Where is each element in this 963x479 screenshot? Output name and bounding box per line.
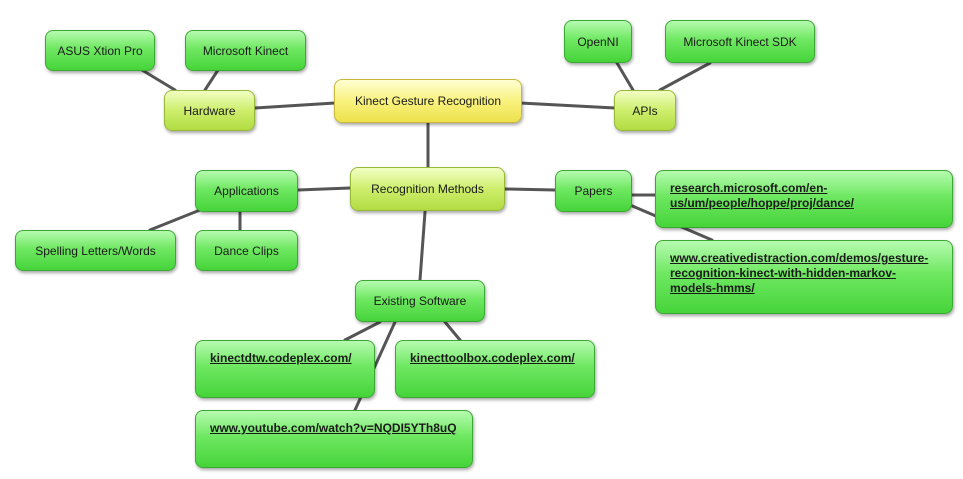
existing-software-node[interactable]: Existing Software (355, 280, 485, 322)
software-link-youtube[interactable]: www.youtube.com/watch?v=NQDI5YTh8uQ (195, 410, 473, 468)
microsoft-kinect-node[interactable]: Microsoft Kinect (185, 30, 306, 71)
central-node[interactable]: Kinect Gesture Recognition (334, 79, 522, 123)
software-link-kinectdtw-text[interactable]: kinectdtw.codeplex.com/ (210, 351, 352, 365)
paper-link-research-text[interactable]: research.microsoft.com/en-us/um/people/h… (670, 181, 855, 210)
asus-xtion-node[interactable]: ASUS Xtion Pro (45, 30, 155, 71)
dance-clips-node[interactable]: Dance Clips (195, 230, 298, 271)
applications-node[interactable]: Applications (195, 170, 298, 212)
software-link-kinectdtw[interactable]: kinectdtw.codeplex.com/ (195, 340, 375, 398)
software-link-youtube-text[interactable]: www.youtube.com/watch?v=NQDI5YTh8uQ (210, 421, 457, 435)
connector-recognition-papers (503, 187, 557, 192)
connector-software-link2 (443, 320, 462, 342)
connector-recognition-applications (296, 186, 352, 192)
paper-link-creativedistraction[interactable]: www.creativedistraction.com/demos/gestur… (655, 240, 953, 314)
kinect-sdk-node[interactable]: Microsoft Kinect SDK (665, 20, 815, 63)
software-link-kinecttoolbox-text[interactable]: kinecttoolbox.codeplex.com/ (410, 351, 575, 365)
software-link-kinecttoolbox[interactable]: kinecttoolbox.codeplex.com/ (395, 340, 595, 398)
connector-hardware-asus (140, 68, 177, 92)
connector-apis-openni (615, 61, 635, 92)
connector-central-hardware (253, 101, 337, 110)
connector-applications-spelling (148, 208, 202, 232)
connector-recognition-software (418, 210, 427, 282)
connector-software-link1 (343, 320, 382, 342)
connector-central-apis (518, 101, 617, 110)
papers-node[interactable]: Papers (555, 170, 632, 212)
hardware-node[interactable]: Hardware (164, 90, 255, 131)
spelling-node[interactable]: Spelling Letters/Words (15, 230, 176, 271)
recognition-methods-node[interactable]: Recognition Methods (350, 167, 505, 211)
connector-hardware-kinect (203, 68, 220, 92)
paper-link-creativedistraction-text[interactable]: www.creativedistraction.com/demos/gestur… (670, 251, 929, 295)
connector-apis-sdk (658, 61, 712, 92)
apis-node[interactable]: APIs (614, 90, 676, 131)
paper-link-research[interactable]: research.microsoft.com/en-us/um/people/h… (655, 170, 953, 228)
openni-node[interactable]: OpenNI (564, 20, 632, 63)
